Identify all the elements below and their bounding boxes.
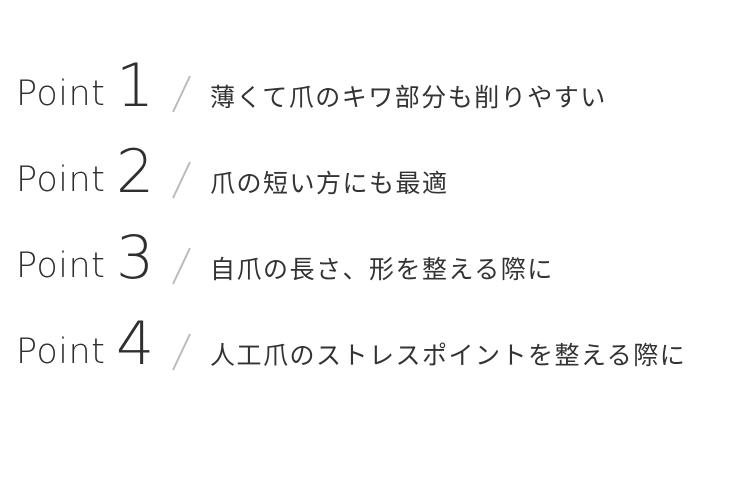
point-number: 4 bbox=[116, 309, 155, 379]
slash-divider-icon bbox=[170, 74, 192, 114]
point-row-2: Point 2 爪の短い方にも最適 bbox=[0, 136, 755, 216]
point-number: 3 bbox=[116, 223, 155, 293]
point-row-1: Point 1 薄くて爪のキワ部分も削りやすい bbox=[0, 50, 755, 130]
point-row-4: Point 4 人工爪のストレスポイントを整える際に bbox=[0, 308, 755, 388]
point-row-3: Point 3 自爪の長さ、形を整える際に bbox=[0, 222, 755, 302]
point-description: 自爪の長さ、形を整える際に bbox=[210, 255, 554, 284]
point-number: 1 bbox=[116, 51, 155, 121]
point-number: 2 bbox=[116, 137, 155, 207]
point-label: Point bbox=[16, 74, 106, 114]
slash-divider-icon bbox=[170, 246, 192, 286]
point-description: 爪の短い方にも最適 bbox=[210, 169, 449, 198]
slash-divider-icon bbox=[170, 332, 192, 372]
point-label: Point bbox=[16, 246, 106, 286]
point-label: Point bbox=[16, 332, 106, 372]
point-description: 薄くて爪のキワ部分も削りやすい bbox=[210, 83, 607, 112]
slash-divider-icon bbox=[170, 160, 192, 200]
point-description: 人工爪のストレスポイントを整える際に bbox=[210, 341, 687, 370]
point-label: Point bbox=[16, 160, 106, 200]
